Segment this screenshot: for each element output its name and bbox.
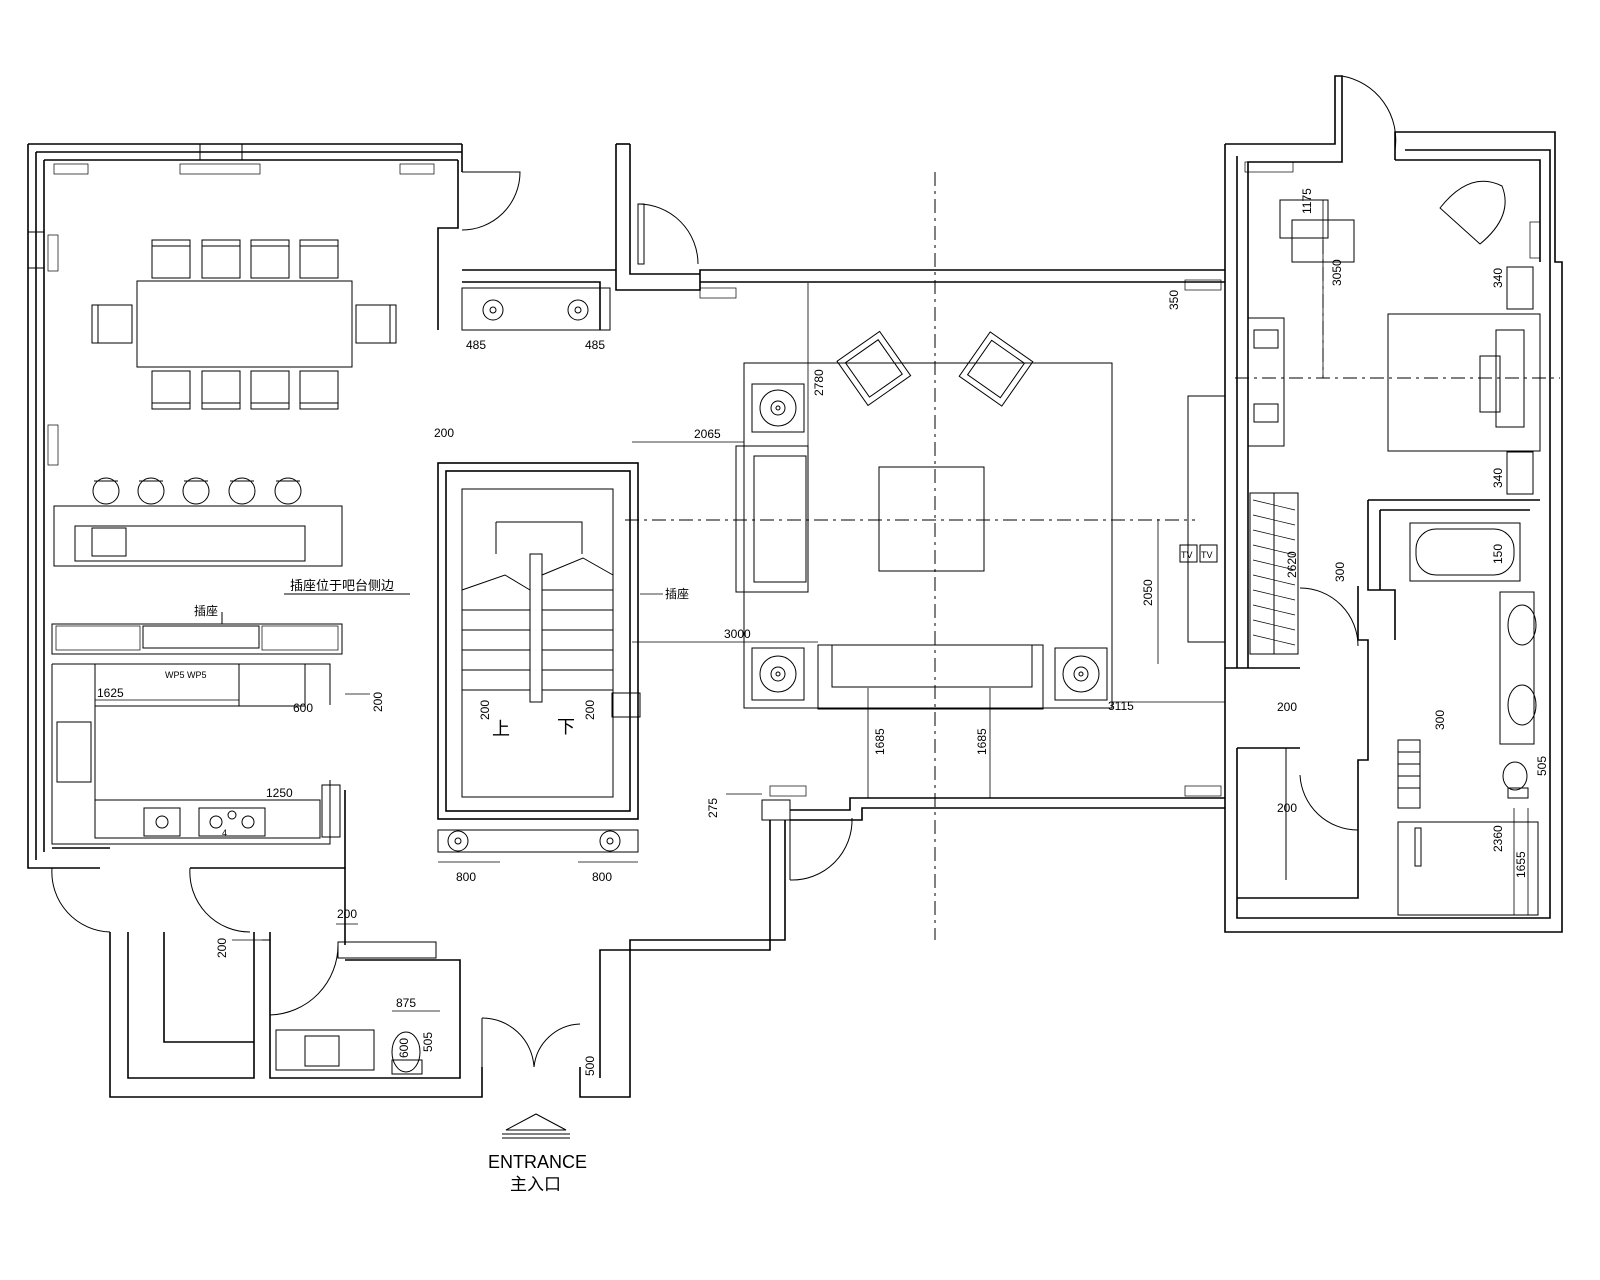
dim-200-stair-l: 200 (478, 700, 492, 720)
dim-485b: 485 (585, 338, 605, 352)
dimension-lines (95, 200, 1529, 1012)
bar-outlet-note: 插座位于吧台侧边 (290, 579, 394, 594)
dim-500: 500 (583, 1056, 597, 1076)
dim-340a: 340 (1491, 268, 1505, 288)
living-furniture (735, 330, 1113, 710)
dim-200-wardrobe: 200 (1277, 700, 1297, 714)
dim-2065: 2065 (694, 427, 721, 441)
dim-875: 875 (396, 996, 416, 1010)
dim-1625: 1625 (97, 686, 124, 700)
stair-core (437, 462, 641, 820)
stair-down-label: 下 (557, 717, 575, 737)
axis-lines (625, 172, 1560, 940)
bar-counter (53, 477, 410, 595)
left-doors (51, 171, 521, 933)
dim-2050: 2050 (1141, 579, 1155, 606)
dim-2620: 2620 (1285, 551, 1299, 578)
stair-upper-walls (462, 143, 1225, 330)
dim-3115: 3115 (1108, 699, 1134, 713)
entrance-doors (481, 1017, 581, 1068)
dim-2780: 2780 (812, 369, 826, 396)
entrance-label-cn: 主入口 (510, 1175, 561, 1195)
dim-600-wc: 600 (397, 1038, 411, 1058)
dim-1655: 1655 (1514, 851, 1528, 878)
dim-350: 350 (1167, 290, 1181, 310)
stair-up-label: 上 (492, 719, 510, 739)
dim-2360: 2360 (1491, 825, 1505, 852)
dim-300b: 300 (1433, 710, 1447, 730)
bathroom (1237, 499, 1540, 916)
dim-1175: 1175 (1300, 188, 1314, 214)
dim-1250: 1250 (266, 786, 293, 800)
stove-outlet-label: 4 (222, 828, 227, 838)
dim-200-kitchen: 200 (371, 692, 385, 712)
entrance-arrow-icon (502, 1113, 570, 1139)
dim-200-stair-top: 200 (434, 426, 454, 440)
dim-200-corr-top: 200 (337, 907, 357, 921)
dining-set (91, 239, 397, 410)
dim-150: 150 (1491, 544, 1505, 564)
dim-275: 275 (706, 798, 720, 818)
dim-200-stair-r: 200 (583, 700, 597, 720)
dimension-labels: 485 485 200 2065 3000 2780 350 2050 3115… (97, 188, 1549, 1076)
dim-800b: 800 (592, 870, 612, 884)
entry-walls (109, 820, 786, 1098)
entrance-label: ENTRANCE (488, 1152, 587, 1172)
dim-600: 600 (293, 701, 313, 715)
dim-340b: 340 (1491, 468, 1505, 488)
window-hatches (47, 161, 1541, 797)
dim-1685a: 1685 (873, 728, 887, 755)
wardrobe (1249, 492, 1299, 655)
dim-200-closet: 200 (1277, 801, 1297, 815)
tv-wall (1179, 395, 1226, 643)
stair-outlet-label: 插座 (665, 586, 689, 601)
dim-200-corr-left: 200 (215, 938, 229, 958)
living-room-walls (700, 281, 1225, 881)
dim-1685b: 1685 (975, 728, 989, 755)
dim-3000: 3000 (724, 627, 751, 641)
wp-label: WP5 WP5 (165, 670, 207, 680)
kitchen (51, 612, 343, 845)
wc (262, 939, 437, 1075)
dim-3050: 3050 (1330, 259, 1344, 286)
outlet-label-kitchen: 插座 (194, 603, 218, 618)
right-wing-walls (1224, 75, 1563, 933)
ceiling-lights-stair (437, 287, 639, 853)
tv-label-1: TV (1181, 550, 1193, 560)
dim-800a: 800 (456, 870, 476, 884)
dim-505: 505 (421, 1032, 435, 1052)
dim-505b: 505 (1535, 756, 1549, 776)
dim-485a: 485 (466, 338, 486, 352)
bedroom (1247, 180, 1541, 495)
tv-label-2: TV (1201, 550, 1213, 560)
dim-300a: 300 (1333, 562, 1347, 582)
